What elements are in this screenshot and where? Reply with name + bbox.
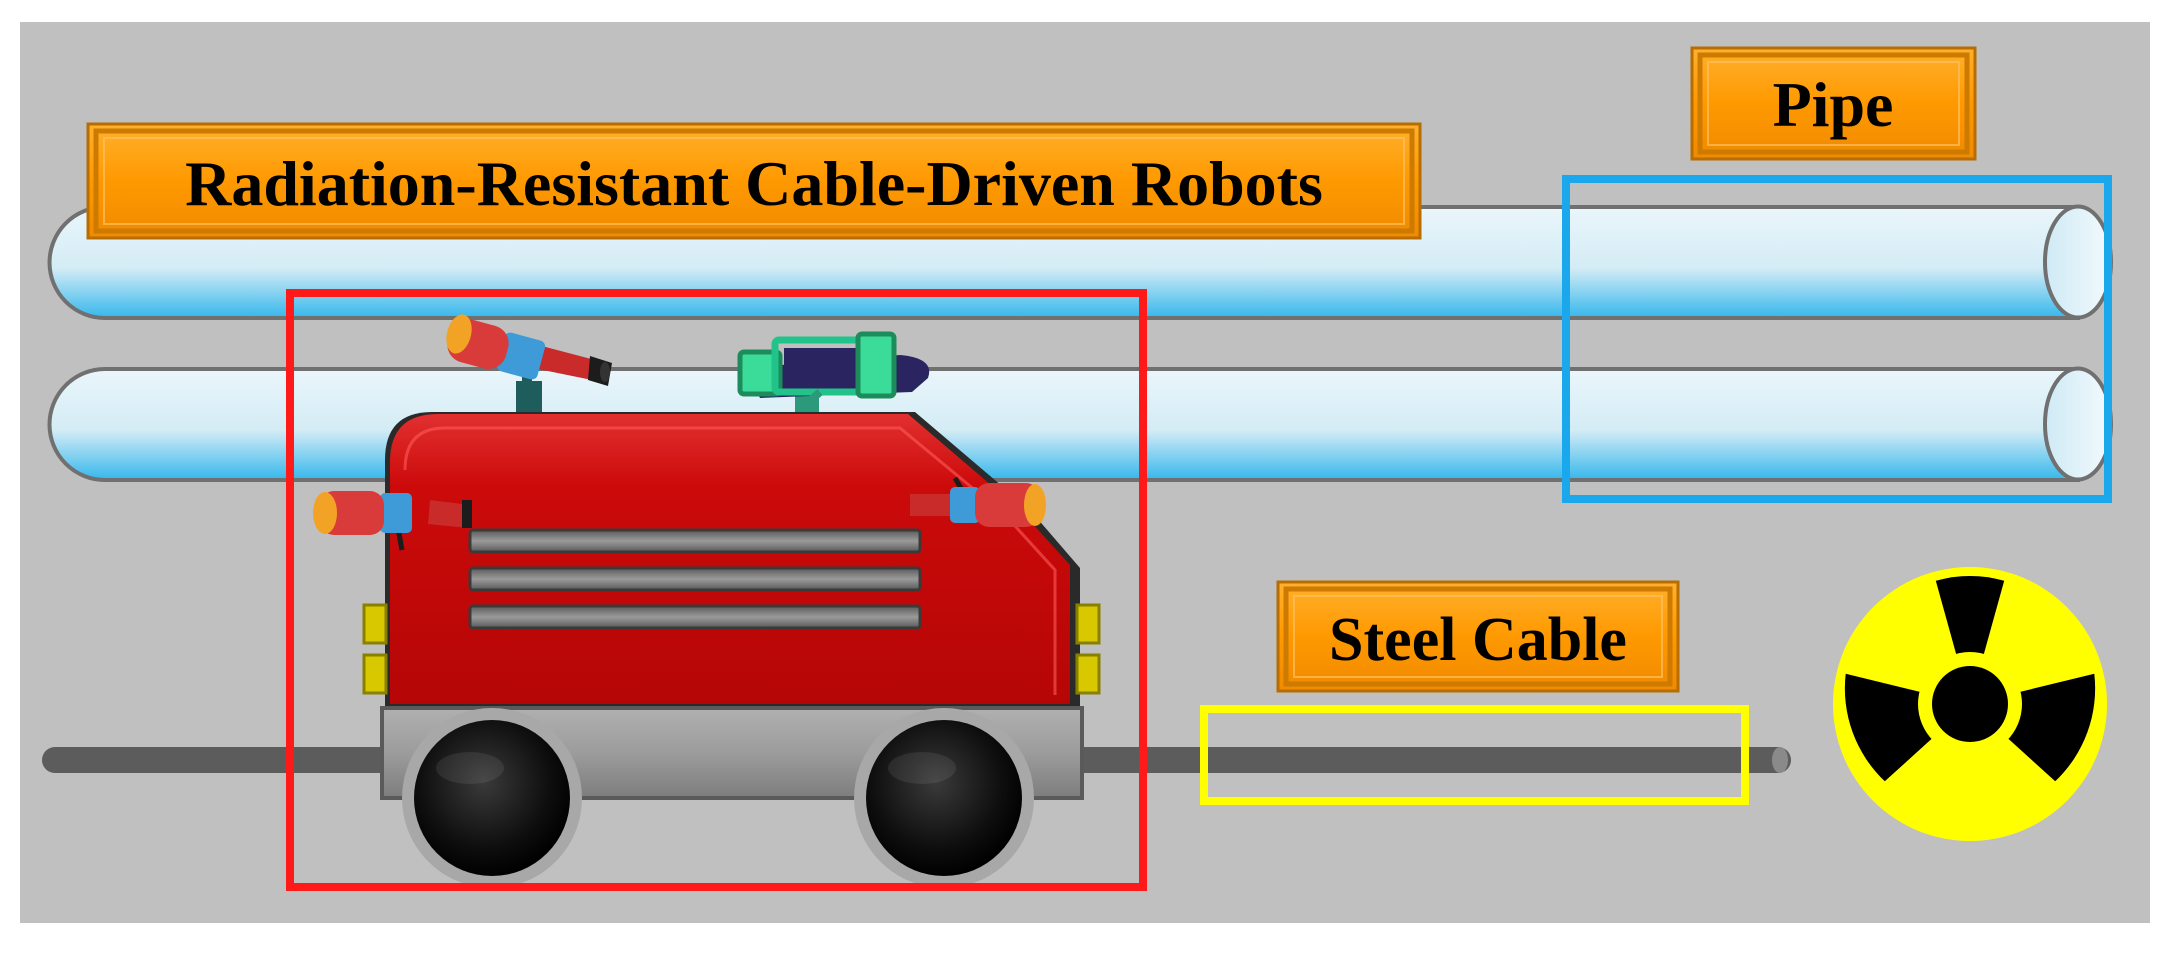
body-vents [468, 528, 922, 630]
top-camera [446, 314, 612, 413]
robot [313, 314, 1101, 888]
pipe-label: Pipe [1690, 46, 1977, 161]
pipe-highlight-box [1562, 175, 2112, 503]
cable-label-text: Steel Cable [1329, 606, 1627, 674]
top-gripper [737, 331, 930, 417]
robot-highlight-box [286, 289, 1147, 891]
rear-wheel [854, 708, 1034, 888]
robot-label: Radiation-Resistant Cable-Driven Robots [86, 122, 1422, 240]
side-brackets [362, 603, 1101, 695]
right-camera [910, 476, 1046, 527]
left-camera [313, 491, 472, 551]
lower-pipe [47, 366, 2113, 482]
robot-body [390, 414, 1070, 704]
pipe-label-text: Pipe [1773, 69, 1894, 140]
robot-label-text: Radiation-Resistant Cable-Driven Robots [185, 148, 1323, 219]
cable-highlight-box [1200, 705, 1749, 805]
cable-label: Steel Cable [1276, 580, 1680, 693]
front-wheel [402, 708, 582, 888]
radiation-trefoil-icon [1833, 567, 2107, 841]
